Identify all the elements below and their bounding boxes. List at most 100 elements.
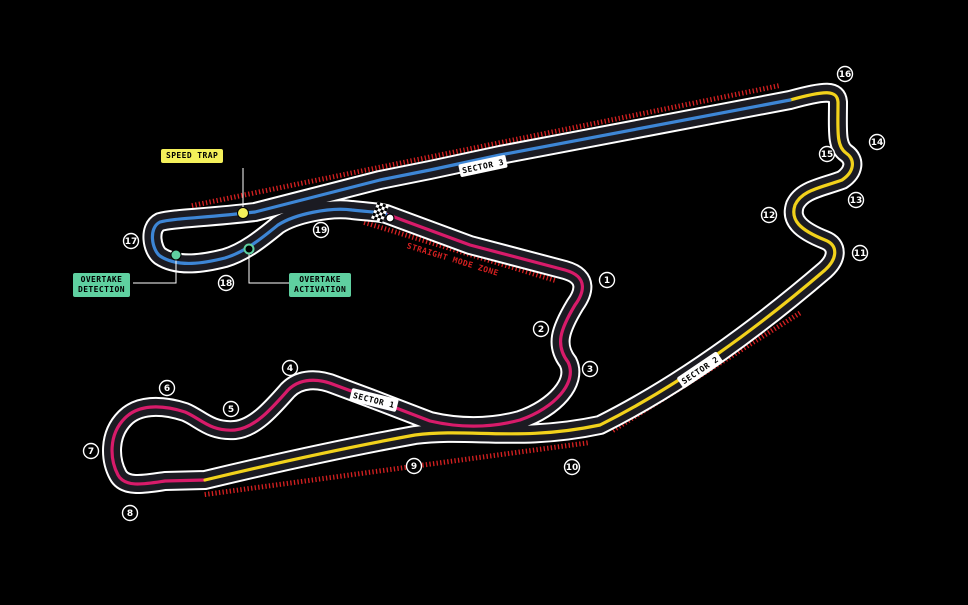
zone-hatch — [763, 331, 768, 337]
zone-hatch — [223, 196, 226, 202]
zone-hatch — [364, 167, 367, 173]
zone-hatch — [593, 120, 596, 126]
zone-hatch — [339, 172, 342, 178]
zone-hatch — [240, 192, 244, 199]
zone-hatch — [448, 150, 452, 156]
zone-hatch — [421, 237, 425, 243]
zone-hatch — [539, 273, 542, 279]
zone-hatch — [681, 102, 684, 108]
zone-hatch — [776, 83, 780, 89]
zone-hatch — [468, 456, 471, 462]
zone-hatch — [357, 471, 360, 477]
zone-hatch — [529, 448, 531, 454]
zone-hatch — [586, 122, 589, 128]
zone-hatch — [413, 157, 416, 163]
zone-hatch — [353, 169, 356, 175]
zone-hatch — [475, 455, 478, 461]
zone-hatch — [198, 201, 201, 207]
zone-hatch — [748, 89, 751, 95]
start-finish-flag — [371, 201, 389, 223]
corner-3-marker: 3 — [581, 360, 599, 378]
zone-hatch — [350, 170, 353, 176]
zone-hatch — [446, 459, 449, 465]
zone-hatch — [397, 230, 401, 236]
zone-hatch — [204, 491, 207, 498]
zone-hatch — [418, 236, 422, 242]
zone-hatch — [389, 466, 392, 472]
zone-hatch — [482, 454, 485, 460]
zone-hatch — [314, 476, 317, 483]
zone-hatch — [759, 86, 762, 93]
zone-hatch — [716, 95, 720, 101]
zone-hatch — [364, 470, 367, 476]
zone-hatch — [237, 193, 240, 199]
zone-hatch — [656, 107, 660, 113]
zone-hatch — [533, 133, 536, 139]
zone-hatch — [384, 226, 387, 232]
zone-hatch — [244, 192, 247, 198]
zone-hatch — [504, 451, 506, 457]
zone-hatch — [222, 489, 225, 495]
zone-hatch — [261, 188, 265, 194]
zone-hatch — [232, 488, 235, 494]
zone-hatch — [459, 148, 462, 154]
zone-hatch — [741, 90, 744, 96]
zone-hatch — [240, 487, 242, 493]
corner-5-marker: 5 — [222, 400, 240, 418]
zone-hatch — [322, 476, 325, 482]
zone-hatch — [233, 194, 236, 200]
zone-hatch — [575, 124, 579, 130]
zone-hatch — [695, 99, 699, 106]
corner-number: 15 — [821, 150, 834, 160]
zone-hatch — [464, 456, 467, 462]
corner-number: 12 — [763, 211, 776, 221]
corner-18-marker: 18 — [217, 274, 235, 292]
zone-hatch — [441, 151, 445, 157]
corner-9-marker: 9 — [405, 457, 423, 475]
zone-hatch — [402, 159, 406, 165]
zone-hatch — [215, 490, 218, 496]
zone-hatch — [755, 87, 758, 93]
zone-hatch — [400, 465, 403, 471]
zone-hatch — [512, 137, 515, 143]
zone-hatch — [572, 125, 575, 131]
zone-hatch — [194, 202, 198, 208]
zone-hatch — [339, 473, 342, 479]
zone-hatch — [332, 474, 335, 480]
zone-hatch — [542, 274, 546, 280]
zone-hatch — [236, 487, 239, 493]
zone-hatch — [568, 125, 572, 131]
corner-7-marker: 7 — [82, 442, 100, 460]
zone-hatch — [373, 223, 377, 229]
zone-hatch — [394, 229, 398, 235]
zone-hatch — [347, 472, 350, 478]
zone-hatch — [484, 143, 487, 149]
zone-hatch — [561, 127, 564, 133]
zone-hatch — [318, 476, 321, 482]
zone-hatch — [251, 190, 254, 196]
zone-hatch — [663, 106, 667, 112]
zone-hatch — [404, 464, 407, 471]
zone-hatch — [760, 333, 765, 339]
corner-number: 9 — [411, 462, 417, 472]
zone-hatch — [511, 450, 514, 456]
zone-hatch — [646, 109, 649, 116]
straight-mode-zone-markings — [191, 83, 802, 498]
zone-hatch — [307, 179, 311, 185]
zone-hatch — [674, 104, 677, 110]
zone-hatch — [415, 235, 418, 241]
corner-number: 5 — [228, 405, 234, 415]
zone-hatch — [473, 145, 476, 151]
zone-hatch — [518, 449, 521, 455]
zone-hatch — [450, 458, 453, 464]
zone-hatch — [454, 458, 457, 464]
zone-hatch — [500, 451, 503, 458]
zone-hatch — [395, 161, 399, 167]
zone-hatch — [276, 185, 279, 191]
zone-hatch — [372, 469, 374, 475]
zone-hatch — [635, 112, 639, 118]
zone-hatch — [191, 202, 194, 209]
zone-hatch — [325, 175, 328, 181]
corner-19-marker: 19 — [312, 221, 330, 239]
zone-hatch — [773, 84, 776, 90]
